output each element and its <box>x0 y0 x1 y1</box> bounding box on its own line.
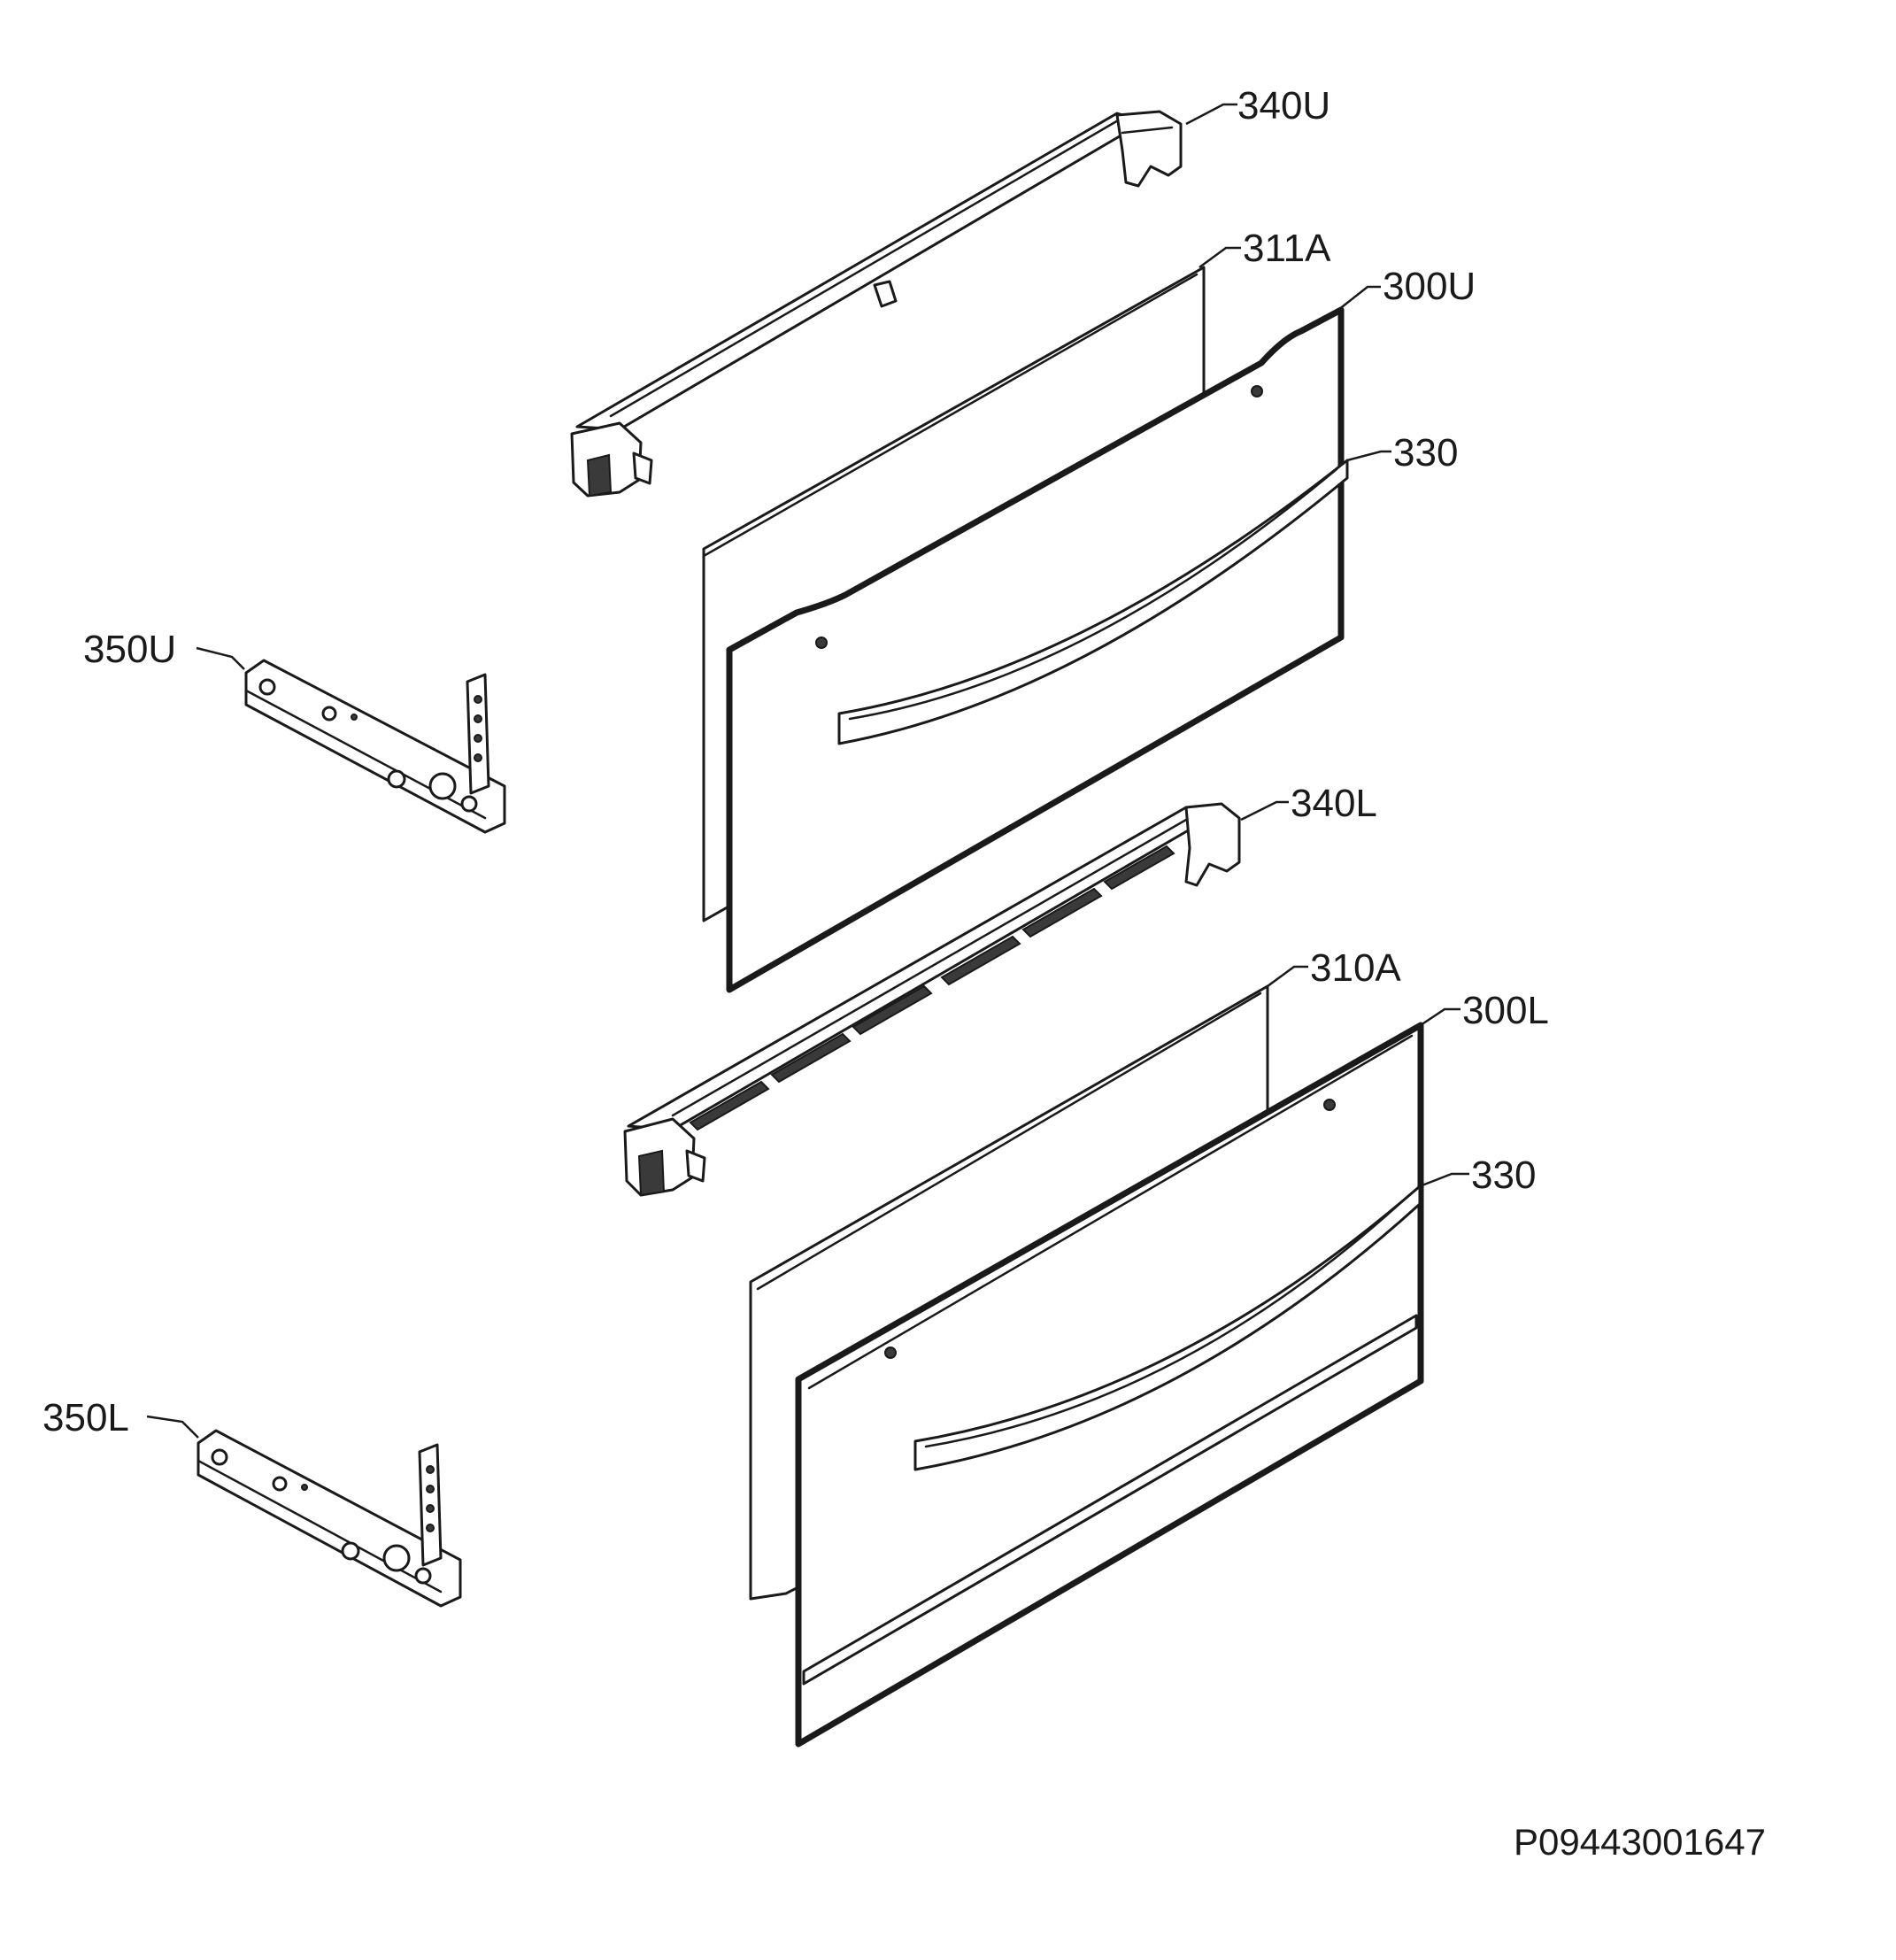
callout-330-lower: 330 <box>1471 1154 1536 1197</box>
document-id: P09443001647 <box>1514 1821 1766 1863</box>
callout-330-upper: 330 <box>1393 431 1458 475</box>
callout-300U: 300U <box>1383 265 1476 308</box>
part-330-lower-handle <box>913 1184 1422 1471</box>
callout-300L: 300L <box>1462 989 1549 1032</box>
part-350U-upper-hinge <box>244 659 506 834</box>
callout-350L: 350L <box>42 1396 129 1439</box>
callout-311A: 311A <box>1243 227 1331 270</box>
callout-310A: 310A <box>1310 946 1401 990</box>
part-340L-lower-door-trim <box>623 802 1241 1197</box>
callout-350U: 350U <box>83 628 176 671</box>
leader-lines <box>146 103 1469 1439</box>
callout-340L: 340L <box>1291 782 1377 825</box>
part-330-upper-handle <box>837 459 1349 745</box>
callout-340U: 340U <box>1237 84 1330 127</box>
part-300U-upper-outer-glass <box>726 306 1345 993</box>
part-340U-upper-door-trim <box>570 110 1183 498</box>
part-350L-lower-hinge <box>197 1429 462 1608</box>
